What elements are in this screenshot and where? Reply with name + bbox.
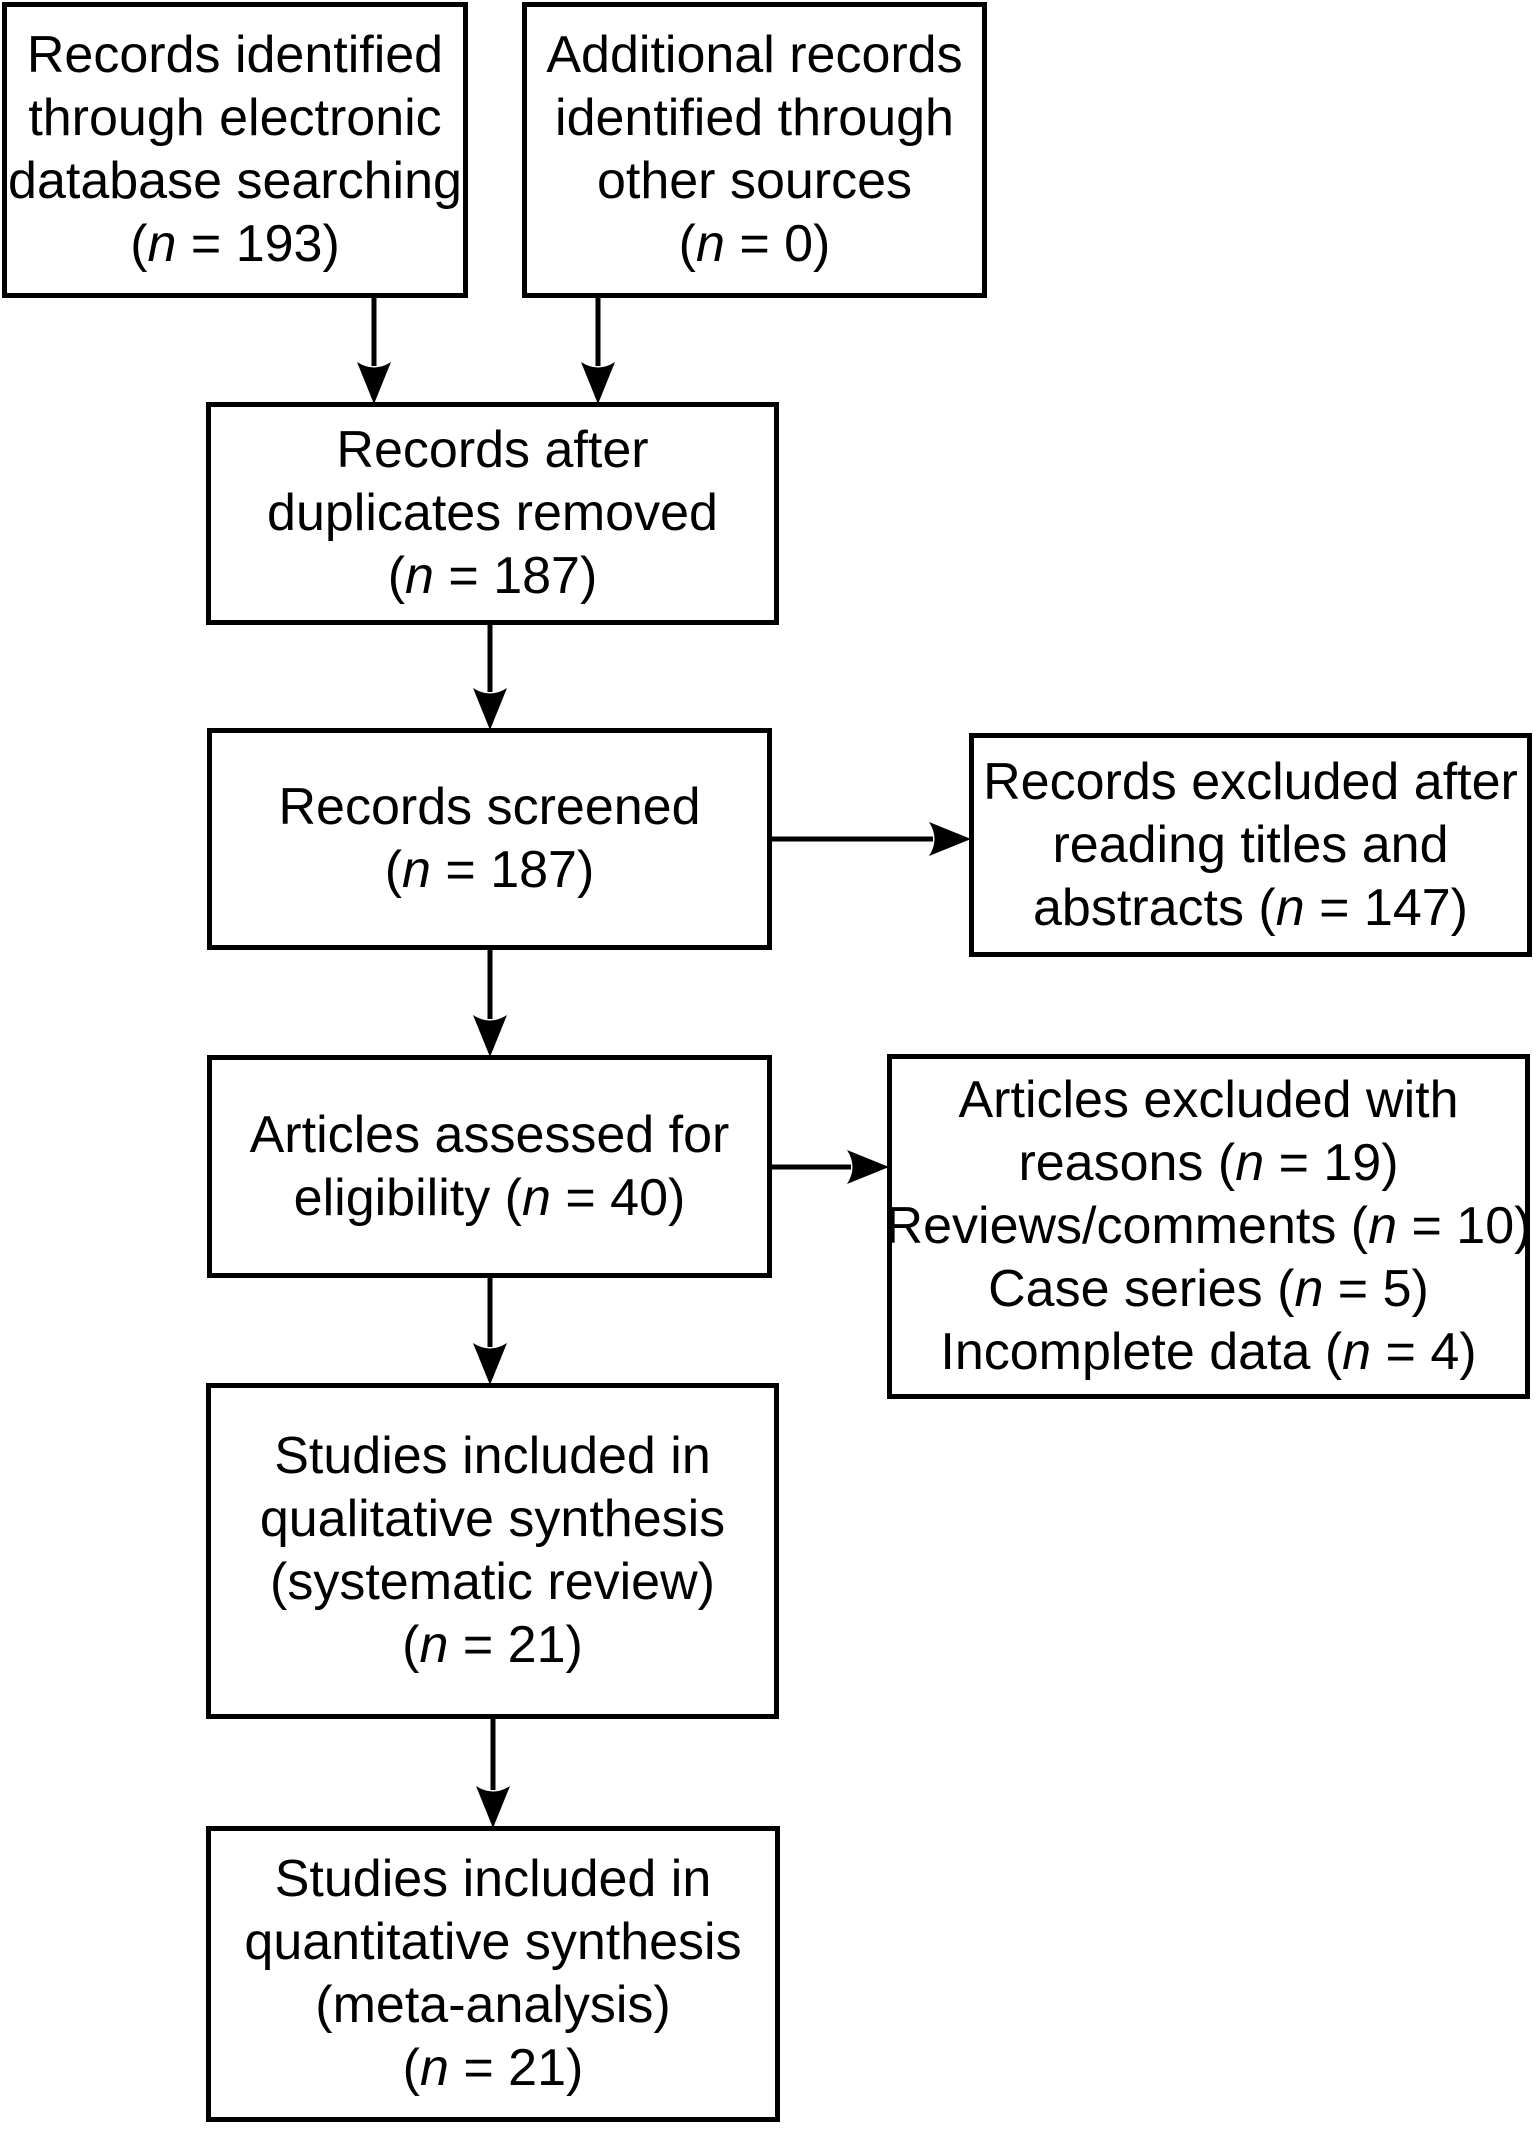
box-dedup-line-2: duplicates removed — [267, 484, 718, 542]
box-excluded-titles-line-2: reading titles and — [1052, 815, 1449, 874]
box-additional-line-4: (n = 0) — [678, 215, 831, 273]
box-quantitative-line-3: (meta-analysis) — [315, 1976, 671, 2034]
flow-box-records-screened: Records screened(n = 187) — [207, 728, 772, 950]
box-excluded-reasons-line-2: reasons (n = 19) — [1018, 1134, 1399, 1192]
box-excluded-titles-line-3: abstracts (n = 147) — [1033, 878, 1468, 937]
box-identified-line-2: through electronic — [28, 89, 442, 147]
italic-n: n — [419, 2039, 449, 2097]
box-screened-line-1: Records screened — [278, 778, 701, 836]
box-additional-line-2: identified through — [555, 89, 954, 147]
italic-n: n — [1342, 1323, 1372, 1381]
box-additional-line-3: other sources — [596, 152, 913, 210]
italic-n: n — [402, 841, 431, 899]
box-excluded-reasons-line-5: Incomplete data (n = 4) — [940, 1323, 1477, 1381]
italic-n: n — [419, 1616, 449, 1674]
box-excluded-titles-line-1: Records excluded after — [983, 752, 1518, 811]
italic-n: n — [521, 1168, 551, 1227]
box-excluded-reasons-line-3: Reviews/comments (n = 10) — [885, 1197, 1532, 1255]
box-qualitative-line-1: Studies included in — [274, 1427, 711, 1485]
italic-n: n — [1275, 878, 1305, 937]
box-qualitative-line-3: (systematic review) — [270, 1553, 715, 1611]
box-quantitative-line-4: (n = 21) — [402, 2039, 584, 2097]
italic-n: n — [147, 215, 177, 273]
box-excluded-reasons-line-1: Articles excluded with — [958, 1071, 1459, 1129]
box-assessed-line-2: eligibility (n = 40) — [293, 1168, 686, 1227]
italic-n: n — [1368, 1197, 1398, 1255]
box-additional-line-1: Additional records — [546, 26, 963, 84]
box-quantitative-line-1: Studies included in — [274, 1850, 712, 1908]
box-identified-line-3: database searching — [8, 152, 462, 210]
box-qualitative-line-4: (n = 21) — [402, 1616, 583, 1674]
italic-n: n — [1235, 1134, 1265, 1192]
box-dedup-line-3: (n = 187) — [387, 547, 598, 605]
italic-n: n — [1294, 1260, 1324, 1318]
box-screened-line-2: (n = 187) — [384, 841, 595, 899]
box-assessed-line-1: Articles assessed for — [249, 1105, 730, 1164]
box-qualitative-line-2: qualitative synthesis — [259, 1490, 726, 1548]
box-identified-line-1: Records identified — [26, 26, 444, 84]
box-identified-line-4: (n = 193) — [130, 215, 340, 273]
italic-n: n — [695, 215, 725, 273]
box-quantitative-line-2: quantitative synthesis — [244, 1913, 742, 1971]
italic-n: n — [405, 547, 434, 605]
box-dedup-line-1: Records after — [336, 421, 649, 479]
box-excluded-reasons-line-4: Case series (n = 5) — [988, 1260, 1429, 1318]
